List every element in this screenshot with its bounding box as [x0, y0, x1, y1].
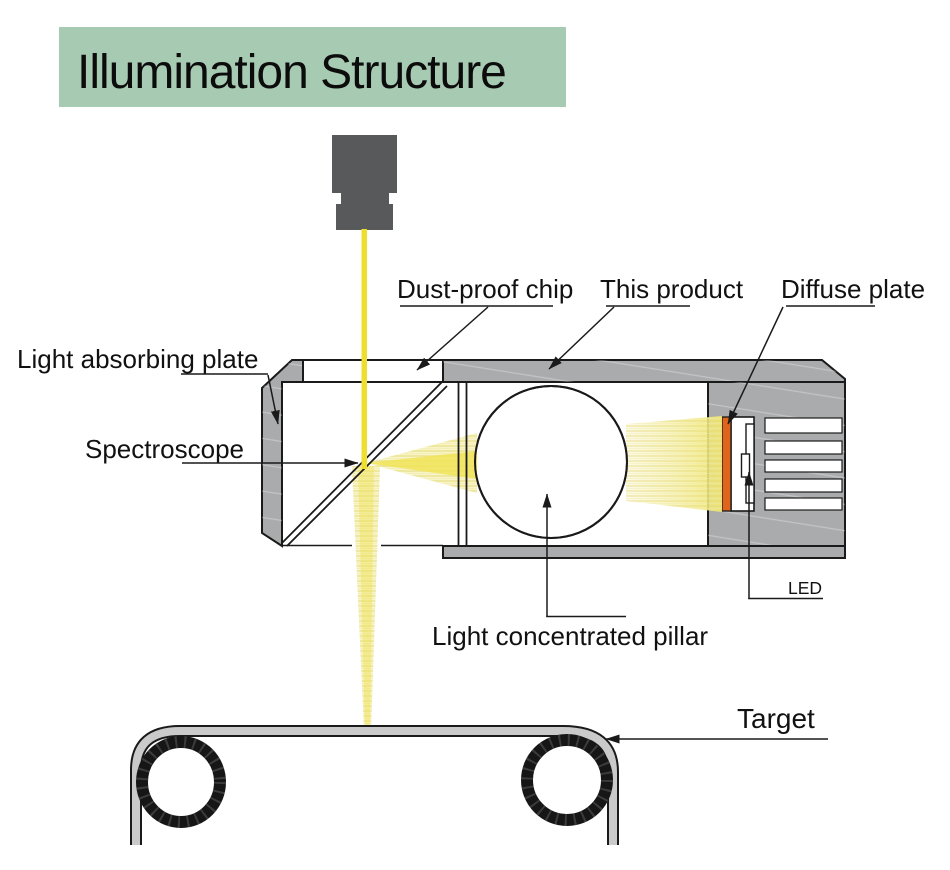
light-beams: [352, 416, 722, 731]
window-plate: [457, 382, 468, 546]
page-title: Illumination Structure: [77, 46, 506, 99]
leader-this-product: [548, 306, 615, 370]
label-this-product: This product: [600, 274, 744, 304]
label-target: Target: [737, 703, 815, 734]
target-roll-left-texture: [136, 736, 226, 828]
target-sheet-band: [132, 727, 617, 845]
pillar-outline: [474, 385, 628, 539]
top-bar-sheen: [443, 360, 845, 382]
housing-bottom-bar: [442, 545, 846, 559]
camera-beam: [361, 229, 367, 469]
label-light-absorbing-plate: Light absorbing plate: [17, 344, 258, 374]
camera-body: [332, 135, 397, 193]
beam-cone-down-core: [358, 466, 374, 731]
title-banner-bg: [59, 27, 566, 107]
label-diffuse-plate: Diffuse plate: [781, 274, 925, 304]
camera-icon: [332, 135, 397, 230]
target-roll-right-texture: [521, 734, 613, 826]
beam-cone-right-streaks: [626, 416, 722, 512]
target-roll-left: [136, 736, 226, 828]
leader-light-absorbing-plate: [267, 374, 280, 425]
beam-cone-down-streaks: [352, 466, 380, 731]
leader-dust-proof-chip: [416, 306, 489, 371]
heatsink-fins: [764, 417, 843, 511]
housing: [261, 359, 846, 559]
label-dust-proof-chip: Dust-proof chip: [397, 274, 573, 304]
label-led: LED: [788, 578, 822, 598]
fin-slot: [764, 497, 843, 511]
fin-slot: [764, 478, 843, 493]
diffuse-plate-part: [721, 416, 732, 512]
fin-slot: [764, 459, 843, 473]
target-sheet: [130, 725, 619, 845]
fin-slot: [764, 440, 843, 455]
camera-lens: [336, 204, 393, 230]
title-banner: Illumination Structure: [59, 27, 566, 107]
dust-proof-chip-part: [302, 359, 444, 383]
leader-diffuse-plate: [727, 306, 784, 425]
camera-neck: [341, 193, 389, 204]
label-spectroscope: Spectroscope: [85, 434, 244, 464]
plate-sheen: [262, 360, 303, 546]
target-roll-right: [521, 734, 613, 826]
fin-slot: [764, 417, 843, 434]
beam-cone-left-core: [366, 451, 477, 479]
callouts: Dust-proof chip This product Diffuse pla…: [17, 274, 925, 744]
label-light-concentrated-pillar: Light concentrated pillar: [432, 621, 708, 651]
